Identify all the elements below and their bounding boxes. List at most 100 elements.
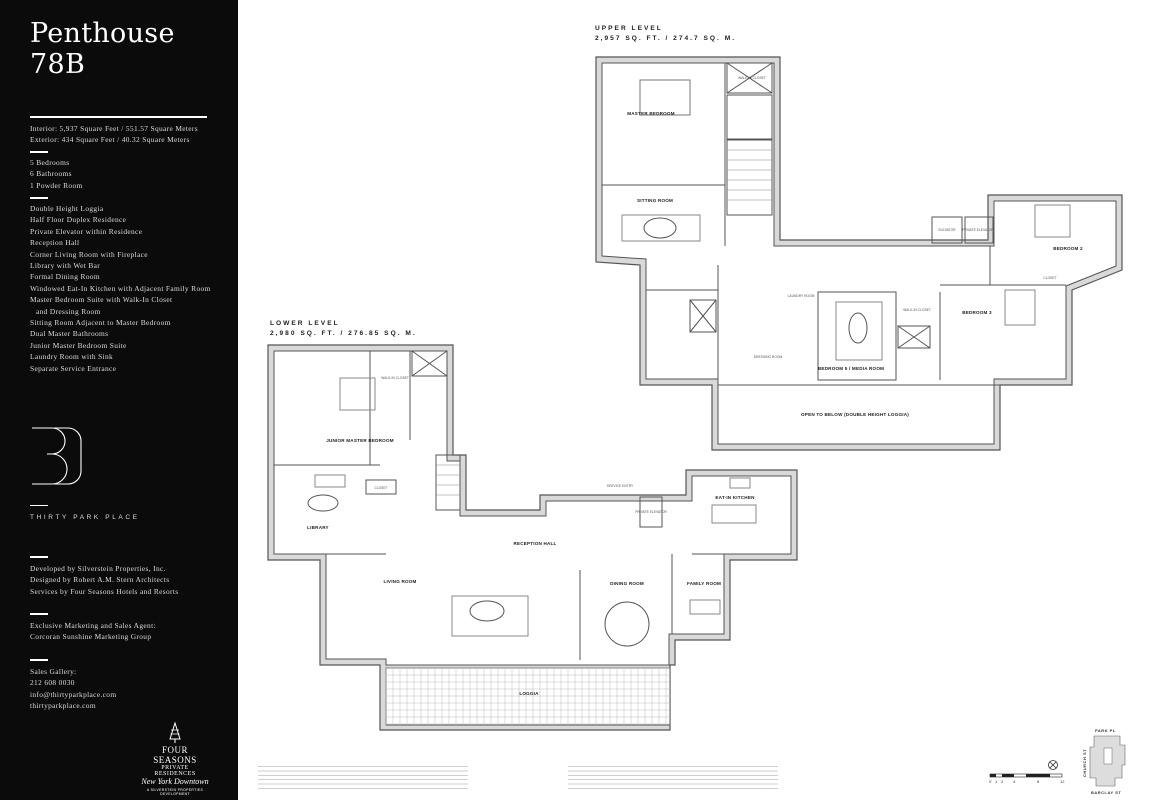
room-label: LIVING ROOM — [383, 579, 417, 584]
scale-tick: 8 — [1037, 779, 1040, 784]
room-label-small: LAUNDRY ROOM — [787, 294, 815, 298]
room-label: OPEN TO BELOW (DOUBLE HEIGHT LOGGIA) — [801, 412, 909, 417]
feature: Reception Hall — [30, 238, 80, 248]
street-label: BARCLAY ST — [1091, 790, 1122, 795]
room-label-small: SERVICE ENTRY — [606, 484, 634, 488]
feature: Formal Dining Room — [30, 272, 100, 282]
divider — [30, 197, 48, 199]
room-label: JUNIOR MASTER BEDROOM — [326, 438, 394, 443]
disclaimer-text — [568, 764, 778, 790]
feature-list: Double Height Loggia Half Floor Duplex R… — [30, 203, 211, 374]
feature: Separate Service Entrance — [30, 363, 117, 373]
floor-plan-drawing — [267, 56, 1126, 787]
tree-logo-icon — [169, 722, 181, 743]
level-name: UPPER LEVEL — [595, 25, 663, 32]
scale-tick: 0' — [989, 779, 992, 784]
room-label: BEDROOM 2 — [1053, 246, 1083, 251]
room-label: LIBRARY — [307, 525, 329, 530]
divider — [30, 659, 48, 661]
room-label: LOGGIA — [519, 691, 539, 696]
north-arrow-icon — [1048, 760, 1058, 770]
title-line-1: Penthouse — [30, 18, 175, 49]
marketing: Exclusive Marketing and Sales Agent: Cor… — [30, 620, 156, 643]
divider — [30, 556, 48, 558]
feature: Laundry Room with Sink — [30, 352, 114, 362]
feature: Junior Master Bedroom Suite — [30, 340, 127, 350]
feature: Windowed Eat-In Kitchen with Adjacent Fa… — [30, 283, 211, 293]
brand-line: Private Residences — [154, 765, 196, 777]
room-label-small: DRESSING ROOM — [753, 355, 783, 359]
feature: Dual Master Bathrooms — [30, 329, 109, 339]
street-label: CHURCH ST — [1082, 748, 1087, 777]
divider — [30, 505, 48, 506]
title-line-2: 78B — [30, 49, 86, 80]
email-link[interactable]: info@thirtyparkplace.com — [30, 689, 117, 699]
divider — [30, 151, 48, 153]
room-label: FAMILY ROOM — [686, 581, 722, 586]
room-label: BEDROOM 3 — [962, 310, 992, 315]
street-label: PARK PL — [1095, 728, 1116, 733]
key-map — [1089, 735, 1126, 787]
thirty-park-place-logo — [32, 427, 82, 485]
feature: and Dressing Room — [36, 306, 101, 316]
marketing-agent: Corcoran Sunshine Marketing Group — [30, 632, 152, 642]
level-name: LOWER LEVEL — [270, 320, 340, 327]
developer: Developed by Silverstein Properties, Inc… — [30, 564, 166, 573]
feature: Half Floor Duplex Residence — [30, 215, 127, 225]
scale-tick: 4 — [1013, 779, 1016, 784]
upper-level-heading: UPPER LEVEL 2,957 SQ. FT. / 274.7 SQ. M. — [595, 24, 736, 44]
room-label-small: WALK-IN CLOSET — [738, 76, 766, 80]
level-area: 2,980 SQ. FT. / 276.85 SQ. M. — [270, 330, 417, 337]
room-label: SITTING ROOM — [636, 198, 674, 203]
powder-room: 1 Powder Room — [30, 180, 83, 190]
room-label-small: ELEVATOR — [938, 228, 956, 232]
architect: Designed by Robert A.M. Stern Architects — [30, 575, 170, 585]
upper-level-interior — [601, 62, 1117, 445]
divider — [30, 116, 207, 118]
room-label-small: PRIVATE ELEVATOR — [962, 228, 994, 232]
room-label-small: CLOSET — [374, 486, 388, 490]
sales-gallery-label: Sales Gallery: — [30, 667, 77, 676]
contact: Sales Gallery: 212 608 0030 info@thirtyp… — [30, 666, 116, 712]
room-label-small: PRIVATE ELEVATOR — [635, 510, 667, 514]
room-label-small: WALK-IN CLOSET — [903, 308, 931, 312]
level-area: 2,957 SQ. FT. / 274.7 SQ. M. — [595, 35, 737, 42]
four-seasons-logo: Four Seasons Private Residences New York… — [140, 745, 210, 796]
interior-area: Interior: 5,937 Square Feet / 551.57 Squ… — [30, 124, 198, 133]
room-count-list: 5 Bedrooms 6 Bathrooms 1 Powder Room — [30, 157, 83, 191]
feature: Master Bedroom Suite with Walk-In Closet — [30, 295, 173, 305]
feature: Corner Living Room with Fireplace — [30, 249, 148, 259]
logo-text: THIRTY PARK PLACE — [30, 514, 140, 521]
room-label-small: CLOSET — [1043, 276, 1057, 280]
phone-number[interactable]: 212 608 0030 — [30, 678, 75, 688]
exterior-area: Exterior: 434 Square Feet / 40.32 Square… — [30, 135, 190, 145]
room-label: MASTER BEDROOM — [627, 111, 675, 116]
scale-tick: 1 — [995, 779, 998, 784]
bedrooms: 5 Bedrooms — [30, 158, 70, 167]
feature: Double Height Loggia — [30, 204, 104, 213]
brand-line: Four Seasons — [153, 745, 197, 765]
room-label-small: WALK-IN CLOSET — [381, 376, 409, 380]
room-label: BEDROOM 5 / MEDIA ROOM — [817, 366, 885, 371]
area-list: Interior: 5,937 Square Feet / 551.57 Squ… — [30, 123, 198, 146]
divider — [30, 613, 48, 615]
brand-line: New York Downtown — [141, 777, 209, 786]
room-label: EAT-IN KITCHEN — [715, 495, 755, 500]
scale-tick: 12 — [1060, 779, 1065, 784]
room-label: RECEPTION HALL — [513, 541, 557, 546]
loggia-tiles — [385, 667, 671, 726]
services: Services by Four Seasons Hotels and Reso… — [30, 586, 179, 596]
scale-bar — [989, 773, 1063, 778]
disclaimer-text — [258, 764, 468, 790]
website-link[interactable]: thirtyparkplace.com — [30, 701, 96, 711]
brand-line: A SILVERSTEIN PROPERTIES DEVELOPMENT — [146, 788, 204, 796]
bathrooms: 6 Bathrooms — [30, 169, 72, 179]
feature: Sitting Room Adjacent to Master Bedroom — [30, 318, 171, 328]
marketing-label: Exclusive Marketing and Sales Agent: — [30, 621, 156, 630]
feature: Private Elevator within Residence — [30, 226, 143, 236]
feature: Library with Wet Bar — [30, 261, 101, 271]
credits: Developed by Silverstein Properties, Inc… — [30, 563, 178, 597]
